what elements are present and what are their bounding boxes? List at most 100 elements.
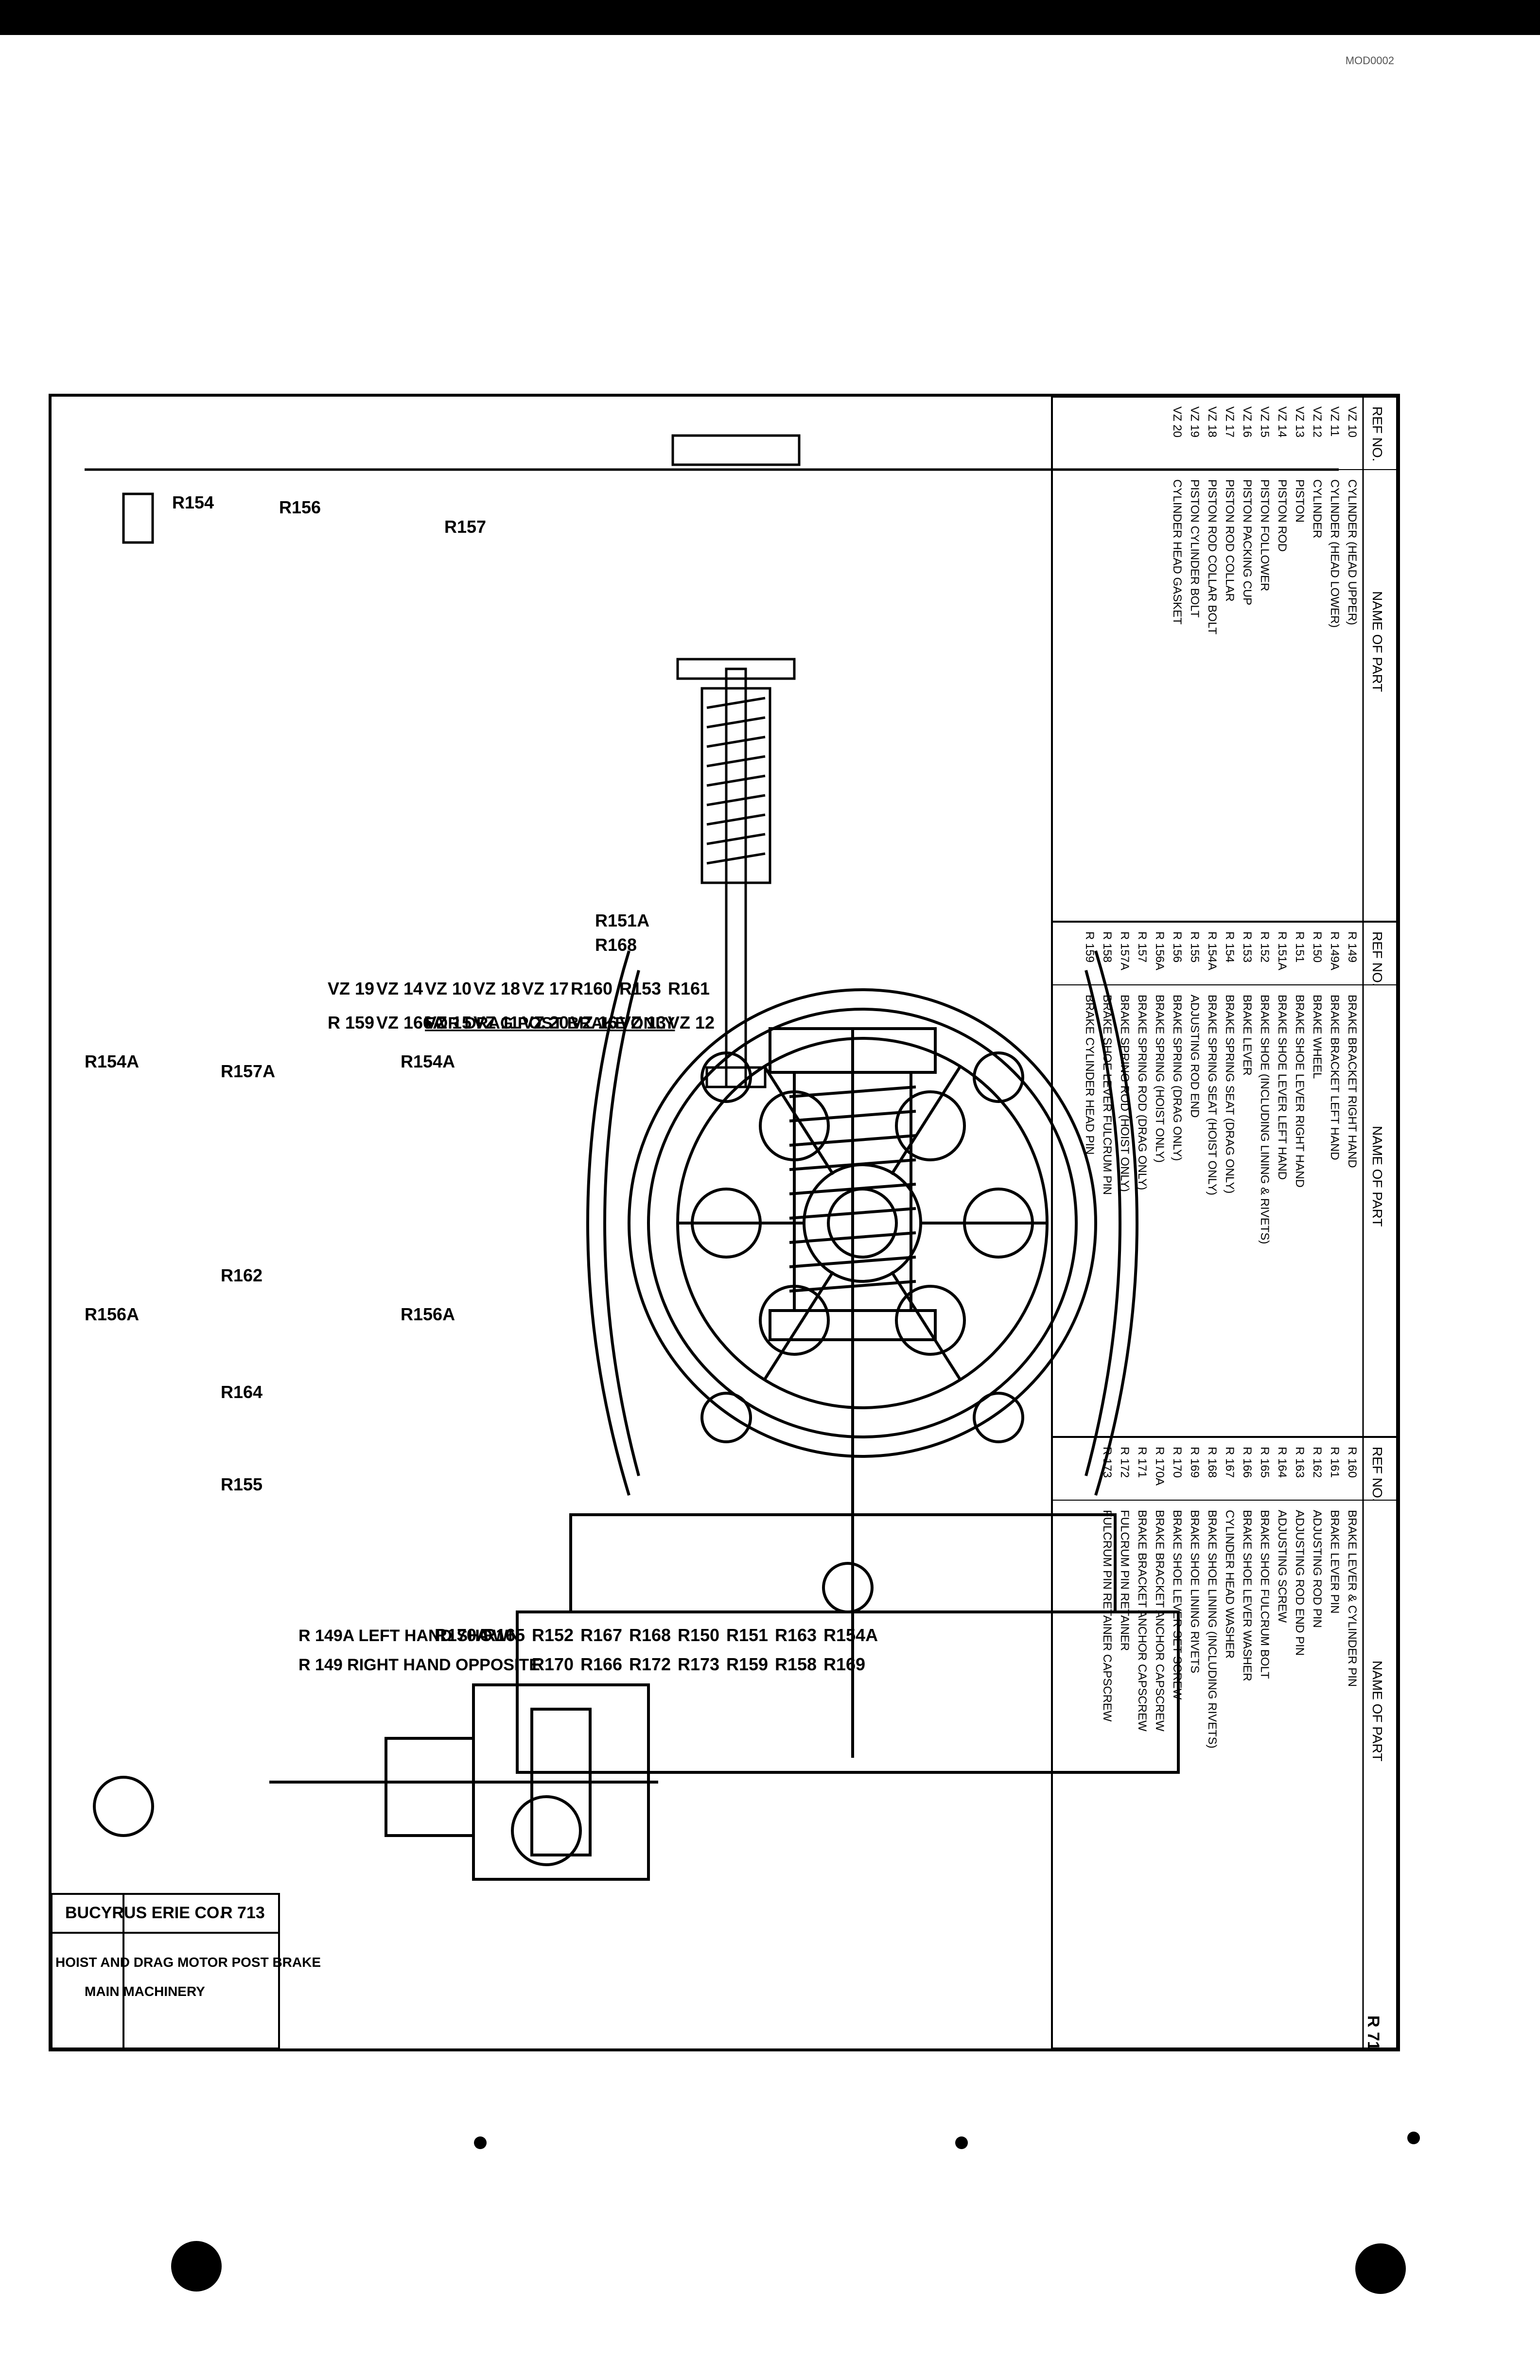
parts-row-name: BRAKE SPRING SEAT (DRAG ONLY) xyxy=(1223,995,1236,1193)
parts-row-ref: R 161 xyxy=(1328,1447,1341,1478)
parts-row-name: PISTON ROD COLLAR BOLT xyxy=(1206,479,1219,635)
parts-row-ref: R 157A xyxy=(1118,931,1131,970)
parts-row-name: PISTON CYLINDER BOLT xyxy=(1188,479,1201,618)
drag-brake-inset xyxy=(85,434,1339,1088)
callout-label: R167 xyxy=(580,1625,622,1645)
callout-label: VZ 20 xyxy=(522,1013,569,1032)
callout-label: R168 xyxy=(595,935,637,955)
callout-label: R156A xyxy=(85,1304,139,1324)
callout-label: R150 xyxy=(678,1625,719,1645)
parts-row-ref: R 151 xyxy=(1293,931,1306,962)
parts-row-ref: VZ 10 xyxy=(1346,406,1359,438)
scan-mark-3 xyxy=(1407,2132,1420,2144)
callout-label: VZ 15 xyxy=(425,1013,472,1032)
parts-row-name: CYLINDER HEAD WASHER xyxy=(1223,1510,1236,1659)
callout-label: VZ 14 xyxy=(376,979,423,998)
note-drag-post-only: FOR DRAG POST BRAKE ONLY xyxy=(425,1014,675,1032)
parts-row-ref: R 171 xyxy=(1136,1447,1149,1478)
callout-label: R153 xyxy=(619,979,661,998)
title-company: BUCYRUS ERIE CO. xyxy=(65,1904,224,1922)
callout-label: R170A xyxy=(435,1625,489,1645)
callout-label: VZ 13 xyxy=(619,1013,666,1032)
callout-label: R154A xyxy=(823,1625,878,1645)
callout-label: VZ 19 xyxy=(328,979,374,998)
callout-label: R152 xyxy=(532,1625,574,1645)
callout-label: VZ 16 xyxy=(571,1013,617,1032)
parts-row-ref: R 158 xyxy=(1101,931,1114,962)
parts-row-name: CYLINDER (HEAD UPPER) xyxy=(1346,479,1359,625)
note-left-hand-shown: R 149A LEFT HAND SHOWN xyxy=(298,1627,520,1645)
parts-row-ref: R 167 xyxy=(1223,1447,1236,1478)
parts-row-ref: VZ 18 xyxy=(1206,406,1219,438)
callout-label: R151A xyxy=(595,910,649,930)
parts-row-name: BRAKE LEVER PIN xyxy=(1328,1510,1341,1613)
parts-row-ref: R 160 xyxy=(1346,1447,1359,1478)
parts-row-ref: R 151A xyxy=(1276,931,1289,970)
parts-row-ref: VZ 12 xyxy=(1311,406,1324,438)
parts-row-ref: R 162 xyxy=(1311,1447,1324,1478)
parts-row-ref: R 157 xyxy=(1136,931,1149,962)
parts-row-ref: R 153 xyxy=(1241,931,1254,962)
parts-row-name: PISTON FOLLOWER xyxy=(1258,479,1271,591)
parts-row-ref: R 172 xyxy=(1118,1447,1131,1478)
parts-row-name: BRAKE SPRING ROD (DRAG ONLY) xyxy=(1136,995,1149,1190)
parts-row-ref: R 159 xyxy=(1083,931,1096,962)
parts-row-ref: R 169 xyxy=(1188,1447,1201,1478)
parts-row-name: BRAKE SPRING ROD (HOIST ONLY) xyxy=(1118,995,1131,1192)
scan-mark-2 xyxy=(955,2136,968,2149)
parts-row-name: BRAKE SHOE LEVER RIGHT HAND xyxy=(1293,995,1306,1188)
parts-row-name: BRAKE BRACKET ANCHOR CAPSCREW xyxy=(1153,1510,1166,1732)
callout-label: R169 xyxy=(823,1654,865,1674)
parts-row-name: BRAKE SHOE LEVER WASHER xyxy=(1241,1510,1254,1681)
callout-label: VZ 12 xyxy=(668,1013,715,1032)
table-header-ref-3: REF NO. xyxy=(1370,1447,1385,1502)
scan-top-border xyxy=(0,0,1540,35)
callout-label: R156A xyxy=(401,1304,455,1324)
callout-label: R156 xyxy=(279,497,321,517)
parts-row-name: BRAKE SHOE FULCRUM BOLT xyxy=(1258,1510,1271,1679)
parts-row-ref: VZ 19 xyxy=(1188,406,1201,438)
table-header-name-1: NAME OF PART xyxy=(1370,591,1385,692)
parts-table xyxy=(1051,397,1397,2048)
parts-row-name: ADJUSTING ROD END xyxy=(1188,995,1201,1118)
callout-label: VZ 10 xyxy=(425,979,472,998)
parts-row-name: PISTON xyxy=(1293,479,1306,523)
table-header-name-2: NAME OF PART xyxy=(1370,1126,1385,1226)
parts-row-ref: R 156 xyxy=(1171,931,1184,962)
parts-row-ref: R 164 xyxy=(1276,1447,1289,1478)
drawing-sheet-frame: REF NO. NAME OF PART REF NO. NAME OF PAR… xyxy=(49,394,1400,2051)
callout-label: R154A xyxy=(85,1051,139,1071)
parts-row-ref: VZ 14 xyxy=(1276,406,1289,438)
callout-label: R155 xyxy=(221,1474,262,1494)
parts-row-name: BRAKE SPRING SEAT (HOIST ONLY) xyxy=(1206,995,1219,1195)
document-stamp: MOD0002 xyxy=(1345,54,1394,67)
callout-label: R151 xyxy=(726,1625,768,1645)
parts-row-name: ADJUSTING ROD END PIN xyxy=(1293,1510,1306,1656)
callout-label: R154 xyxy=(172,492,214,512)
parts-row-name: BRAKE WHEEL xyxy=(1311,995,1324,1079)
brake-cylinder xyxy=(93,1683,658,1881)
parts-row-name: BRAKE BRACKET LEFT HAND xyxy=(1328,995,1341,1160)
callout-label: R170 xyxy=(532,1654,574,1674)
drawing-sheet: REF NO. NAME OF PART REF NO. NAME OF PAR… xyxy=(49,394,1400,2051)
parts-row-name: PISTON ROD COLLAR xyxy=(1223,479,1236,602)
parts-row-ref: VZ 16 xyxy=(1241,406,1254,438)
parts-row-ref: R 154A xyxy=(1206,931,1219,970)
callout-label: R 159 xyxy=(328,1013,374,1032)
parts-row-name: FULCRUM PIN RETAINER xyxy=(1118,1510,1131,1651)
callout-label: VZ 166A xyxy=(376,1013,445,1032)
callout-label: R157A xyxy=(221,1061,275,1081)
parts-row-ref: R 150 xyxy=(1311,931,1324,962)
scan-mark-1 xyxy=(474,2136,487,2149)
callout-label: R164 xyxy=(221,1382,262,1402)
callout-label: R168 xyxy=(629,1625,671,1645)
callout-label: R158 xyxy=(775,1654,817,1674)
parts-row-name: CYLINDER HEAD GASKET xyxy=(1171,479,1184,625)
parts-row-name: ADJUSTING SCREW xyxy=(1276,1510,1289,1623)
parts-row-ref: R 152 xyxy=(1258,931,1271,962)
title-block xyxy=(52,1893,280,2048)
brake-assembly-drawing: REF NO. NAME OF PART REF NO. NAME OF PAR… xyxy=(52,397,1397,2048)
